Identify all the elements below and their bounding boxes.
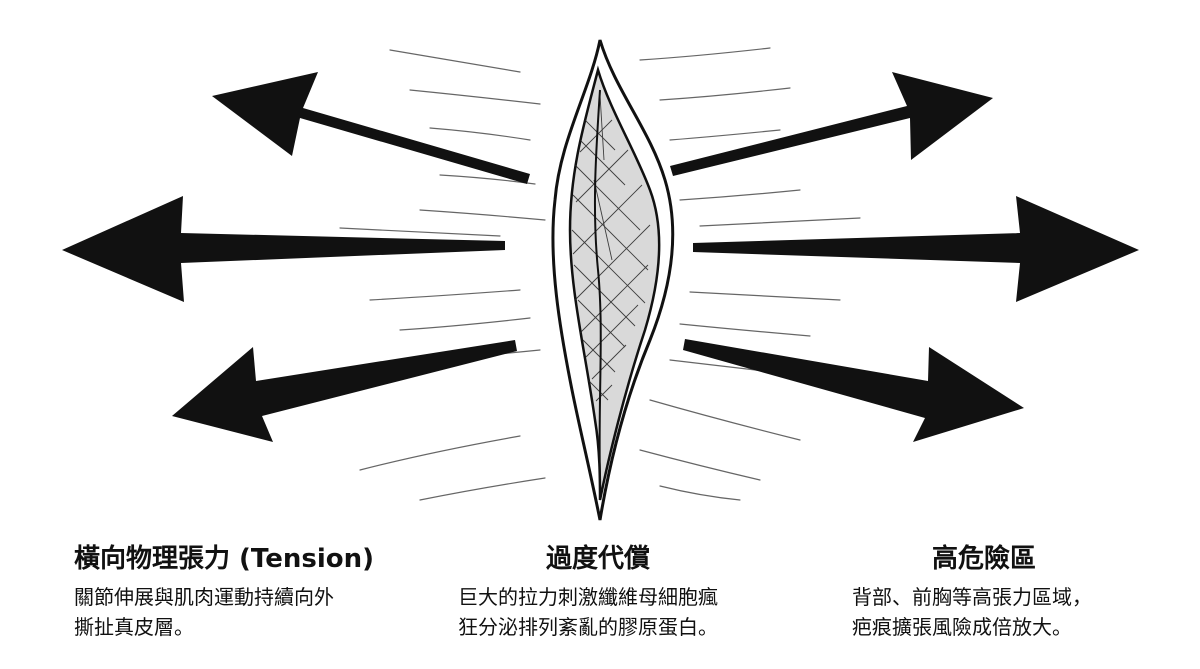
caption-tension-line-1: 關節伸展與肌肉運動持續向外 [74,585,334,609]
arrow-lower-left [172,340,517,442]
arrow-middle-right [693,196,1139,302]
arrow-lower-right [683,339,1024,442]
arrow-middle-left [62,196,505,302]
caption-high-risk-line-1: 背部、前胸等高張力區域， [852,585,1092,609]
arrow-upper-right [670,72,993,176]
caption-high-risk-title: 高危險區 [932,544,1037,574]
scar-wound-icon [551,39,675,521]
tension-illustration [62,39,1139,521]
caption-high-risk-line-2: 疤痕擴張風險成倍放大。 [852,615,1072,639]
caption-overcompensation-title: 過度代償 [546,544,651,574]
caption-overcompensation: 過度代償 巨大的拉力刺激纖維母細胞瘋 狂分泌排列紊亂的膠原蛋白。 [458,540,718,642]
caption-tension-desc: 關節伸展與肌肉運動持續向外 撕扯真皮層。 [74,582,374,642]
caption-tension-title: 橫向物理張力 (Tension) [74,544,375,574]
caption-overcompensation-line-1: 巨大的拉力刺激纖維母細胞瘋 [458,585,718,609]
caption-high-risk: 高危險區 背部、前胸等高張力區域， 疤痕擴張風險成倍放大。 [852,540,1092,642]
skin-texture-lines [339,47,861,501]
scar-center-fissure [593,89,602,481]
scar-hatching [571,94,651,402]
caption-overcompensation-desc: 巨大的拉力刺激纖維母細胞瘋 狂分泌排列紊亂的膠原蛋白。 [458,582,718,642]
caption-high-risk-desc: 背部、前胸等高張力區域， 疤痕擴張風險成倍放大。 [852,582,1092,642]
caption-tension: 橫向物理張力 (Tension) 關節伸展與肌肉運動持續向外 撕扯真皮層。 [74,540,374,642]
caption-overcompensation-line-2: 狂分泌排列紊亂的膠原蛋白。 [458,615,718,639]
scar-inner-wound [568,65,661,501]
arrow-icon [62,72,1139,442]
caption-tension-line-2: 撕扯真皮層。 [74,615,194,639]
arrow-upper-left [212,72,530,184]
